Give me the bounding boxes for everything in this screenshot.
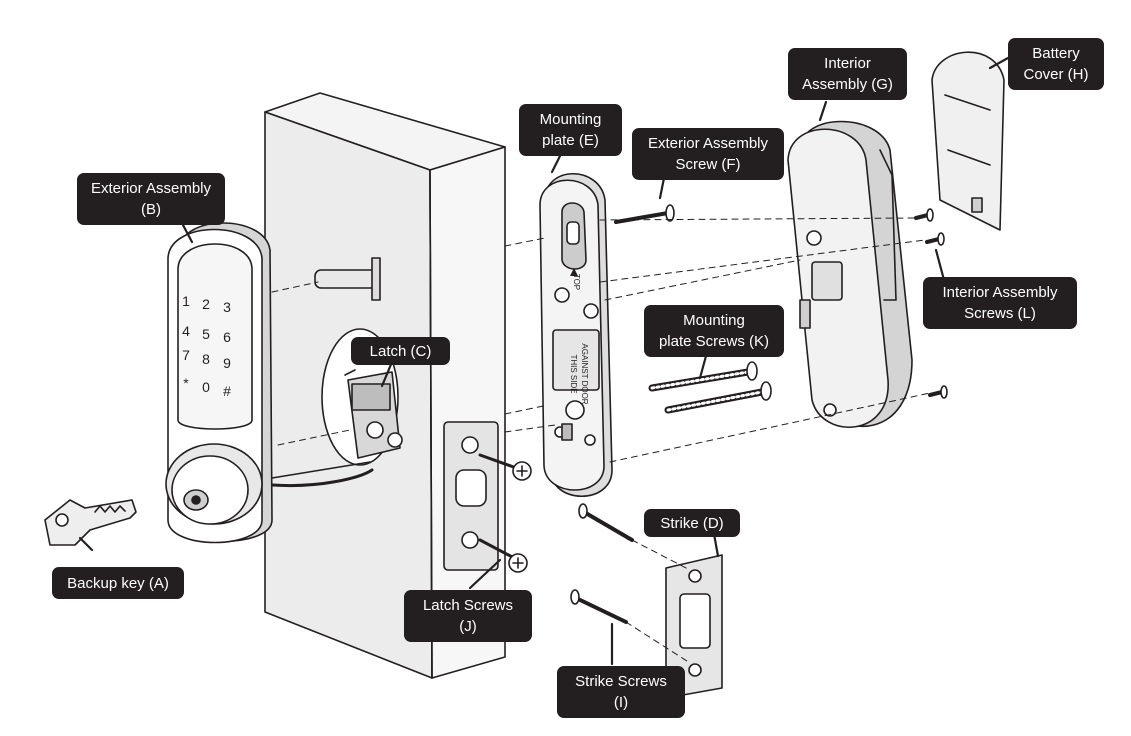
key-0: 0 xyxy=(202,379,210,395)
callout-battery-cover-line2: Cover (H) xyxy=(1023,66,1089,83)
callout-latch: Latch (C) xyxy=(351,337,450,365)
keypad: 1 2 3 4 5 6 7 8 9 * 0 # xyxy=(182,293,231,399)
alignment-lines xyxy=(271,217,931,664)
key-5: 5 xyxy=(202,326,210,342)
callout-exterior-assembly-screw-line1: Exterior Assembly xyxy=(647,135,769,152)
interior-assembly-screws xyxy=(914,208,948,399)
callout-battery-cover: Battery Cover (H) xyxy=(1008,38,1104,90)
exterior-assembly xyxy=(165,222,273,544)
callout-mounting-plate-line2: plate (E) xyxy=(542,132,599,149)
callout-backup-key: Backup key (A) xyxy=(52,567,184,599)
top-arrow-icon xyxy=(570,268,578,276)
callout-latch-screws: Latch Screws (J) xyxy=(404,590,532,642)
callout-interior-assembly-line1: Interior xyxy=(824,55,871,72)
callout-strike: Strike (D) xyxy=(644,509,740,537)
latch xyxy=(344,369,403,459)
latch-plate xyxy=(443,421,499,571)
key-7: 7 xyxy=(182,347,190,363)
callout-exterior-assembly: Exterior Assembly (B) xyxy=(77,173,225,225)
key-3: 3 xyxy=(223,299,231,315)
callout-interior-assembly-screws-line1: Interior Assembly xyxy=(942,284,1058,301)
exterior-assembly-screw xyxy=(614,204,675,224)
plate-marking-line2: AGAINST DOOR xyxy=(580,343,589,404)
callout-exterior-assembly-line2: (B) xyxy=(141,201,161,218)
callout-mounting-plate-line1: Mounting xyxy=(539,111,602,128)
callout-backup-key-line1: Backup key (A) xyxy=(67,574,169,592)
mounting-plate-screws xyxy=(648,361,772,414)
callout-strike-screws-line2: (I) xyxy=(613,694,629,711)
key-1: 1 xyxy=(182,293,190,309)
callout-mounting-plate: Mounting plate (E) xyxy=(519,104,622,156)
strike-screws xyxy=(570,503,634,624)
callout-mounting-plate-screws-line1: Mounting xyxy=(683,312,745,329)
callout-exterior-assembly-screw-line2: Screw (F) xyxy=(675,156,741,173)
callout-interior-assembly-screws: Interior Assembly Screws (L) xyxy=(923,277,1077,329)
callout-interior-assembly-line2: Assembly (G) xyxy=(802,76,893,93)
callout-mounting-plate-screws: Mounting plate Screws (K) xyxy=(644,305,784,357)
callout-latch-screws-line2: (J) xyxy=(459,618,477,635)
callout-exterior-assembly-line1: Exterior Assembly xyxy=(90,180,212,197)
key-hash: # xyxy=(223,383,231,399)
spindle xyxy=(314,269,378,289)
latch-screws xyxy=(478,453,532,573)
callout-latch-line1: Latch (C) xyxy=(369,342,432,360)
callout-strike-screws: Strike Screws (I) xyxy=(557,666,685,718)
key-8: 8 xyxy=(202,351,210,367)
key-4: 4 xyxy=(182,323,190,339)
key-9: 9 xyxy=(223,355,231,371)
interior-assembly xyxy=(787,120,913,428)
callout-interior-assembly-screws-line2: Screws (L) xyxy=(964,305,1036,322)
key-2: 2 xyxy=(202,296,210,312)
callout-latch-screws-line1: Latch Screws xyxy=(422,597,514,614)
leader-lines xyxy=(78,56,1010,666)
key-star: * xyxy=(183,375,189,391)
plate-marking-line1: THIS SIDE xyxy=(569,354,578,393)
callout-interior-assembly: Interior Assembly (G) xyxy=(788,48,907,100)
backup-key xyxy=(44,499,137,546)
callout-strike-line1: Strike (D) xyxy=(660,514,724,532)
strike xyxy=(665,554,723,699)
battery-cover xyxy=(931,51,1005,231)
callout-battery-cover-line1: Battery xyxy=(1032,45,1080,62)
callout-mounting-plate-screws-line2: plate Screws (K) xyxy=(658,333,770,350)
key-6: 6 xyxy=(223,329,231,345)
callout-exterior-assembly-screw: Exterior Assembly Screw (F) xyxy=(632,128,784,180)
mounting-plate xyxy=(539,172,613,498)
callout-strike-screws-line1: Strike Screws xyxy=(575,673,667,690)
plate-top-marking: TOP xyxy=(572,274,581,290)
